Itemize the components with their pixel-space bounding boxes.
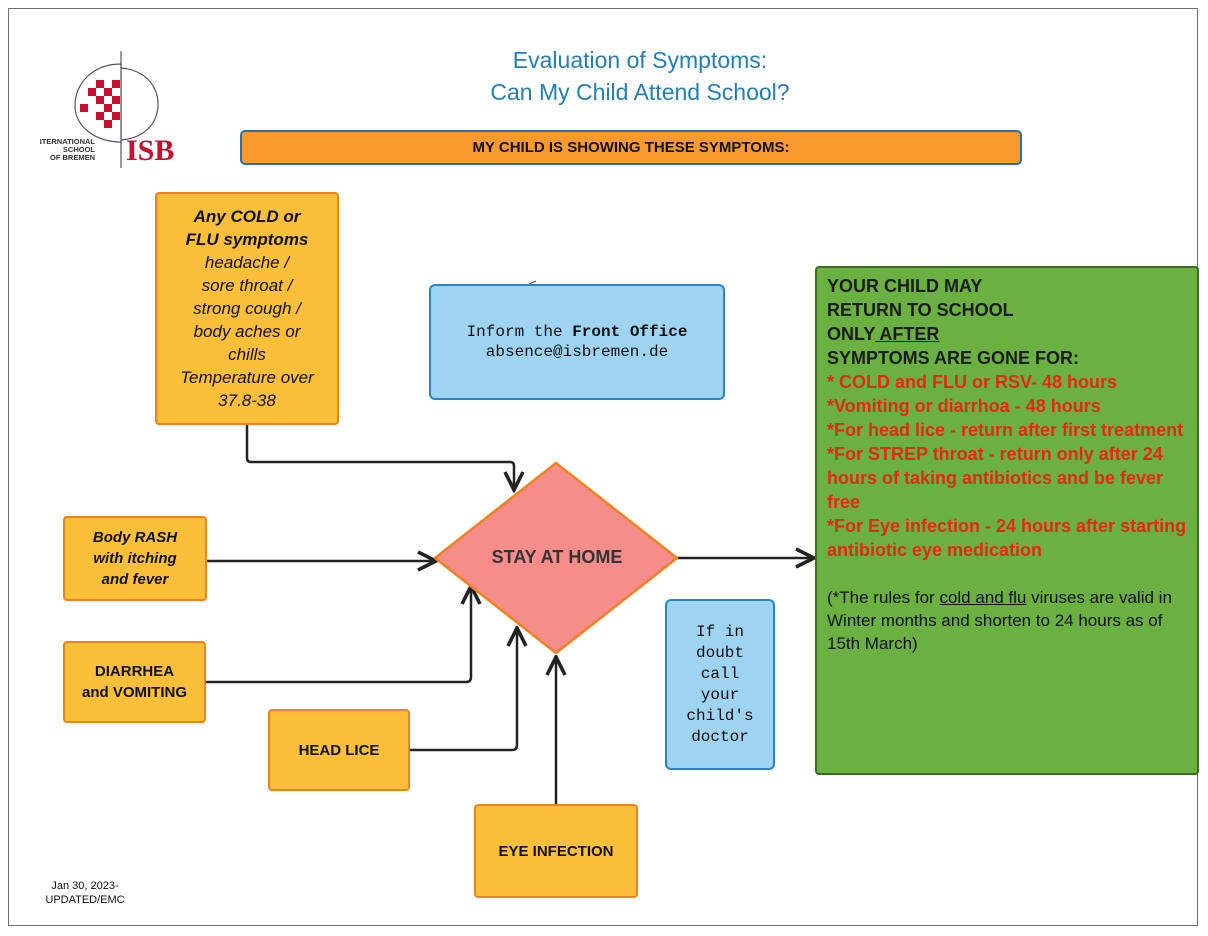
diarrhea-line-1: DIARRHEA [94,663,175,680]
title-line-1: Evaluation of Symptoms: [512,47,768,73]
rash-line-1: Body RASH [92,529,178,546]
cold-symptom-line: 37.8-38 [218,391,276,410]
svg-text:ISB: ISB [126,134,174,167]
svg-text:OF BREMEN: OF BREMEN [50,153,95,162]
return-note: (*The rules for cold and flu viruses are… [827,588,1172,653]
rash-line-2: with itching [93,550,177,567]
doubt-line: call [700,664,740,683]
return-rule: *For head lice - return after first trea… [827,420,1184,440]
decision-diamond [433,461,679,655]
return-rule: * COLD and FLU or RSV- 48 hours [827,372,1118,392]
title-line-2: Can My Child Attend School? [490,79,790,105]
cold-symptom-line: sore throat / [201,276,293,295]
eye-infection-box: EYE INFECTION [474,804,638,898]
cold-symptom-line: strong cough / [193,299,301,318]
rash-box: Body RASH with itching and fever [63,516,207,601]
return-rule: *Vomiting or diarrhoa - 48 hours [827,396,1101,416]
inform-line: Inform the Front Office [467,322,688,342]
head-lice-box: HEAD LICE [268,709,410,791]
school-crest-icon: INTERNATIONAL SCHOOL OF BREMEN ISB [34,51,174,168]
cold-symptom-line: body aches or [193,322,301,341]
connector-cold [245,425,514,490]
return-line-1: YOUR CHILD MAY [827,276,983,296]
front-office-label: Front Office [572,323,688,341]
connector-lice [410,628,517,752]
doubt-line: child's [686,706,754,725]
cold-symptom-line: headache / [204,253,290,272]
return-line-4: SYMPTOMS ARE GONE FOR: [827,348,1080,368]
diarrhea-line-2: and VOMITING [82,684,187,701]
svg-text:INTERNATIONAL: INTERNATIONAL [40,137,95,146]
stay-at-home-label: STAY AT HOME [491,546,623,567]
svg-text:SCHOOL: SCHOOL [63,145,96,154]
absence-email[interactable]: absence@isbremen.de [485,343,669,361]
date-line-2: UPDATED/EMC [45,894,125,906]
doctor-advice-box: If in doubt call your child's doctor [665,599,775,770]
doubt-line: doubt [695,643,744,662]
page-title: Evaluation of Symptoms: Can My Child Att… [380,44,900,108]
doubt-line: doctor [691,727,749,746]
cold-symptom-line: chills [228,345,266,364]
cold-symptom-line: Temperature over [180,368,314,387]
inform-front-office-box: Inform the Front Office absence@isbremen… [429,284,725,400]
return-line-2: RETURN TO SCHOOL [827,300,1014,320]
cold-heading-2: FLU symptoms [185,230,309,249]
return-line-3: ONLY AFTER [827,324,940,344]
diarrhea-box: DIARRHEA and VOMITING [63,641,206,723]
return-to-school-box: YOUR CHILD MAY RETURN TO SCHOOL ONLY AFT… [815,266,1199,775]
cold-flu-box: Any COLD or FLU symptoms headache / sore… [155,192,339,425]
rash-line-3: and fever [101,571,169,588]
cold-heading-1: Any COLD or [193,207,301,226]
connector-diarrhea [206,586,471,684]
return-rule: *For STREP throat - return only after 24… [827,444,1164,512]
doubt-line: your [700,685,740,704]
doubt-line: If in [695,622,744,641]
update-date: Jan 30, 2023- UPDATED/EMC [30,879,140,907]
school-logo: INTERNATIONAL SCHOOL OF BREMEN ISB [34,46,200,171]
symptoms-banner: MY CHILD IS SHOWING THESE SYMPTOMS: [240,130,1022,165]
inform-prefix: Inform the [466,323,573,341]
date-line-1: Jan 30, 2023- [51,880,119,892]
return-rule: *For Eye infection - 24 hours after star… [827,516,1187,560]
